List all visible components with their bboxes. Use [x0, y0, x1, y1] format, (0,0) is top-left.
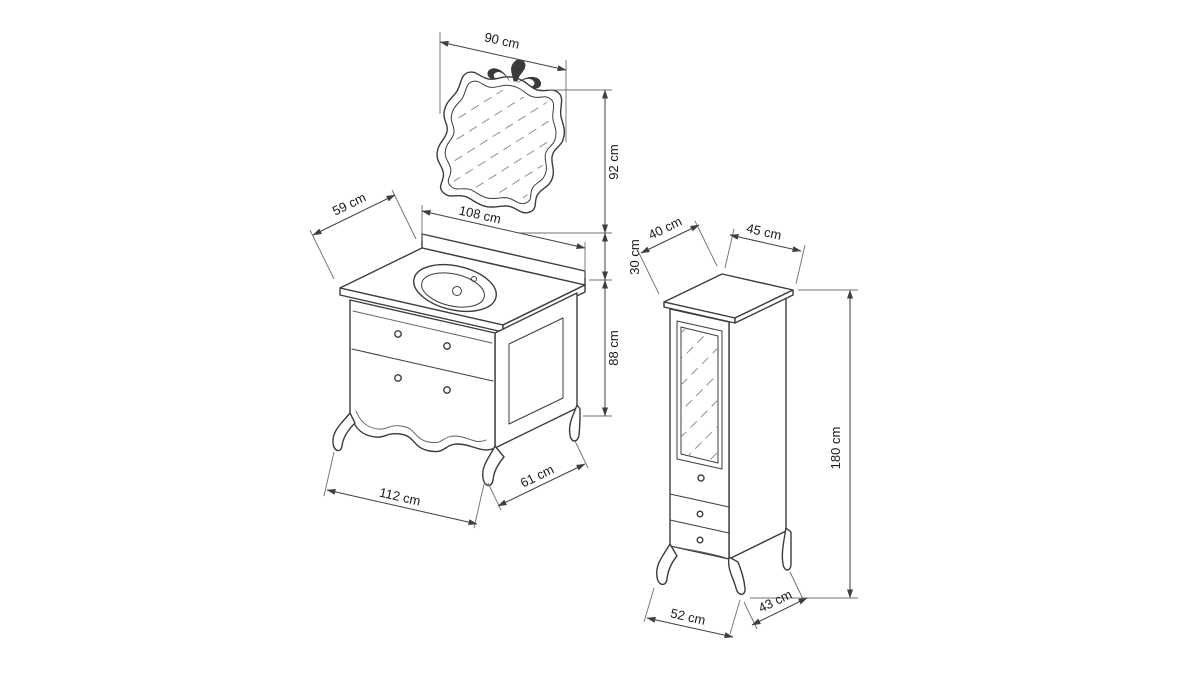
dim-label-splash-height: 30 cm — [627, 239, 642, 274]
dim-label-vanity-bottom-width: 112 cm — [378, 485, 422, 509]
vanity-knob-4 — [443, 386, 451, 394]
mirror-frame-outer — [436, 71, 566, 214]
sink-drain — [452, 286, 462, 296]
tall-cabinet-leg-front-right — [727, 556, 746, 596]
tall-cabinet-drawer-knob-2 — [696, 536, 704, 544]
mirror-crest-ornament — [487, 59, 542, 89]
vanity-knob-1 — [394, 330, 402, 338]
dim-label-mirror-height: 92 cm — [606, 144, 621, 179]
vanity-leg-back-right — [568, 404, 581, 442]
dim-label-cabinet-height: 180 cm — [828, 427, 843, 470]
vanity-leg-front-right — [481, 445, 505, 487]
vanity-knob-2 — [443, 342, 451, 350]
tall-cabinet-group — [655, 273, 794, 596]
tall-cabinet-leg-back-right — [781, 527, 792, 571]
dim-label-mirror-width: 90 cm — [483, 29, 521, 51]
vanity-drawer-divider — [351, 348, 494, 382]
vanity-front-face — [349, 299, 496, 453]
dim-cabinet-height: 180 cm — [750, 289, 858, 599]
dim-label-cabinet-bottom-depth: 43 cm — [756, 586, 794, 615]
tall-cabinet-door-frame — [676, 320, 723, 470]
tall-cabinet-top-side-edge — [734, 289, 794, 324]
tall-cabinet-drawer-knob-1 — [696, 510, 704, 518]
vanity-side-panel-inset — [508, 317, 564, 425]
dim-vanity-bottom-depth: 61 cm — [487, 440, 589, 511]
vanity-group — [332, 233, 586, 487]
tall-cabinet-apron-curve — [669, 545, 730, 560]
sink-overflow-hole — [471, 276, 477, 282]
mirror-group — [435, 59, 566, 214]
dim-label-vanity-body-height: 88 cm — [606, 330, 621, 365]
tall-cabinet-side-panel — [728, 293, 787, 560]
vanity-apron-decor-line — [355, 410, 487, 444]
dim-cabinet-bottom-width: 52 cm — [643, 587, 741, 639]
vanity-leg-front-left — [332, 412, 356, 452]
tall-cabinet-door-hatching — [681, 327, 718, 463]
vanity-drawer-top-decor — [352, 310, 493, 344]
vanity-sink — [413, 263, 497, 313]
dim-right-vertical-chain: 92 cm 30 cm 88 cm — [520, 89, 642, 417]
dim-cabinet-bottom-depth: 43 cm — [743, 571, 808, 630]
dim-label-vanity-bottom-depth: 61 cm — [518, 461, 556, 490]
dim-label-cabinet-top-depth: 40 cm — [646, 213, 684, 242]
mirror-frame-inner — [435, 74, 564, 209]
vanity-knob-3 — [394, 374, 402, 382]
tall-cabinet-drawer-divider-1 — [669, 493, 730, 508]
dim-cabinet-top-width: 45 cm — [724, 220, 806, 285]
tall-cabinet-drawer-divider-2 — [669, 519, 730, 534]
tall-cabinet-leg-front-left — [655, 543, 678, 586]
dim-label-vanity-top-depth: 59 cm — [330, 189, 368, 218]
dim-vanity-bottom-width: 112 cm — [323, 451, 485, 529]
tall-cabinet-door-knob — [697, 474, 705, 482]
